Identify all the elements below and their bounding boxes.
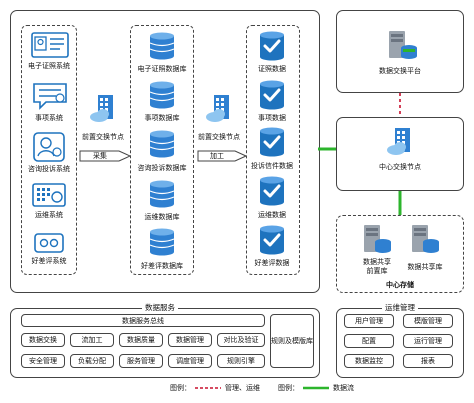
ops-item: 报表 [403, 354, 453, 368]
service-item: 对比及验证 [217, 333, 265, 347]
source-system-label: 电子证照系统 [28, 62, 70, 70]
consult-icon [33, 132, 65, 162]
data-item-label: 投诉信件数据 [251, 162, 293, 170]
source-systems-column [21, 25, 77, 275]
legend-solid-line [303, 386, 329, 390]
database-icon [149, 81, 175, 109]
ops-item: 用户管理 [344, 314, 394, 328]
service-item: 调度管理 [168, 354, 212, 368]
database-label: 事项数据库 [144, 114, 180, 122]
server-icon [364, 225, 391, 253]
process-arrow [197, 150, 247, 162]
server-icon [389, 31, 417, 59]
legend-dashed-line [195, 387, 221, 389]
center-node-label: 中心交换节点 [379, 163, 421, 171]
building-cloud-icon [387, 128, 410, 155]
service-item: 数据质量 [119, 333, 163, 347]
center-storage-panel [336, 215, 464, 293]
legend-flow-label: 数据流 [333, 384, 354, 392]
ops-item: 模版管理 [403, 314, 453, 328]
verified-data-icon [260, 31, 284, 61]
platform-label: 数据交换平台 [379, 67, 421, 75]
databases-column [130, 25, 194, 275]
database-label: 咨询投诉数据库 [137, 164, 187, 172]
service-bus: 数据服务总线 [21, 314, 265, 327]
data-item-label: 事项数据 [258, 114, 286, 122]
ops-item: 配置 [344, 334, 394, 348]
source-system-label: 咨询投诉系统 [28, 165, 70, 173]
ops-item: 运行管理 [403, 334, 453, 348]
service-item: 数据交换 [21, 333, 65, 347]
database-label: 好差评数据库 [141, 262, 183, 270]
database-icon [149, 228, 175, 256]
message-icon [33, 83, 67, 110]
collect-label: 采集 [93, 152, 107, 160]
database-label: 电子证照数据库 [137, 65, 187, 73]
storage-line: 前置库 [366, 267, 388, 275]
data-item-label: 好差评数据 [254, 259, 290, 267]
id-card-icon [31, 32, 69, 58]
database-label: 运维数据库 [144, 213, 180, 221]
legend: 图例： 管理、运维 图例： 数据流 [170, 382, 354, 394]
node1-label: 前置交换节点 [82, 133, 124, 141]
data-service-title: 数据服务 [142, 302, 178, 313]
data-flow-link [398, 191, 402, 215]
service-item: 流加工 [70, 333, 114, 347]
rules-templates-box: 规则及模版库 [270, 314, 314, 368]
review-icon [34, 233, 64, 253]
service-item: 规则引擎 [217, 354, 265, 368]
legend-mgmt-label: 管理、运维 [225, 384, 260, 392]
verified-data-icon [260, 127, 284, 157]
storage-line: 数据共享 [363, 258, 391, 266]
processed-data-column [246, 25, 300, 275]
source-system-label: 事项系统 [35, 114, 63, 122]
legend-prefix: 图例： [170, 384, 191, 392]
storage-label: 数据共享 前置库 [363, 258, 391, 276]
legend-prefix: 图例： [278, 384, 299, 392]
source-system-label: 好差评系统 [31, 257, 67, 265]
building-cloud-icon [206, 95, 229, 122]
service-item: 安全管理 [21, 354, 65, 368]
building-cloud-icon [90, 95, 113, 122]
service-item: 负载分配 [70, 354, 114, 368]
data-item-label: 运维数据 [258, 211, 286, 219]
verified-data-icon [260, 225, 284, 255]
database-icon [149, 32, 175, 60]
management-link [399, 93, 401, 117]
node2-label: 前置交换节点 [198, 133, 240, 141]
ops-item: 数据监控 [344, 354, 394, 368]
collect-arrow [79, 150, 131, 162]
database-icon [149, 180, 175, 208]
ops-icon [32, 183, 66, 207]
database-icon [149, 130, 175, 158]
center-storage-title: 中心存储 [386, 281, 414, 289]
server-icon [412, 225, 439, 253]
ops-title: 运维管理 [382, 302, 418, 313]
service-item: 服务管理 [119, 354, 163, 368]
data-item-label: 证照数据 [258, 65, 286, 73]
storage-label: 数据共享库 [407, 263, 443, 271]
data-flow-link [318, 147, 338, 151]
process-label: 加工 [210, 152, 224, 160]
service-item: 数据管理 [168, 333, 212, 347]
verified-data-icon [260, 80, 284, 110]
verified-data-icon [260, 176, 284, 206]
source-system-label: 运维系统 [35, 211, 63, 219]
